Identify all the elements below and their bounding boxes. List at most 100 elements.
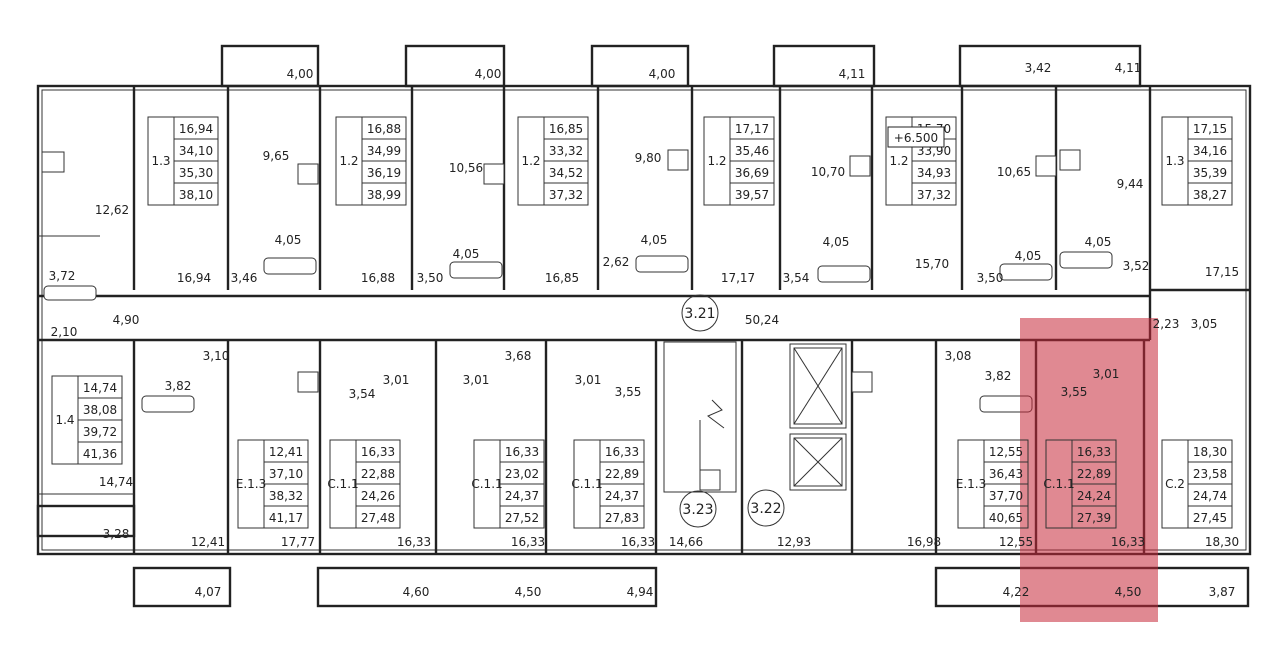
total-area: 27,52 bbox=[505, 511, 539, 525]
apartment-table[interactable]: 1.2 15,70 33,90 34,93 37,32 +6.500 bbox=[885, 116, 957, 206]
apartment-table[interactable]: C.1.1 16,33 22,89 24,37 27,83 bbox=[571, 439, 645, 529]
room-area: 14,66 bbox=[669, 535, 703, 549]
apartment-table[interactable]: 1.3 17,15 34,16 35,39 38,27 bbox=[1161, 116, 1233, 206]
apartment-type: C.2 bbox=[1165, 477, 1185, 491]
living-area: 16,33 bbox=[1077, 445, 1111, 459]
room-area: 4,05 bbox=[823, 235, 850, 249]
living-area: 16,85 bbox=[549, 122, 583, 136]
balcony-area: 4,94 bbox=[627, 585, 654, 599]
apartment-type: E.1.3 bbox=[236, 477, 266, 491]
room-area: 12,62 bbox=[95, 203, 129, 217]
room-area: 16,94 bbox=[177, 271, 211, 285]
balcony-area: 4,50 bbox=[1115, 585, 1142, 599]
balcony-labels: 4,00 4,00 4,00 4,11 3,42 4,11 4,07 4,60 … bbox=[103, 61, 1236, 599]
total-area: 40,65 bbox=[989, 511, 1023, 525]
apartment-type: 1.2 bbox=[889, 154, 908, 168]
corridor-markers: 3.21 3.23 3.22 bbox=[679, 294, 785, 528]
area-value: 38,32 bbox=[269, 489, 303, 503]
living-area: 16,94 bbox=[179, 122, 213, 136]
apartment-type: 1.4 bbox=[55, 413, 74, 427]
room-area: 3,01 bbox=[383, 373, 410, 387]
apartment-table[interactable]: E.1.3 12,41 37,10 38,32 41,17 bbox=[236, 439, 309, 529]
area-value: 24,26 bbox=[361, 489, 395, 503]
area-value: 34,93 bbox=[917, 166, 951, 180]
room-area: 3,55 bbox=[615, 385, 642, 399]
room-area: 2,62 bbox=[603, 255, 630, 269]
area-value: 24,37 bbox=[605, 489, 639, 503]
room-area: 4,05 bbox=[453, 247, 480, 261]
balcony-area: 4,07 bbox=[195, 585, 222, 599]
room-area: 4,05 bbox=[641, 233, 668, 247]
area-value: 34,16 bbox=[1193, 144, 1227, 158]
area-value: 24,74 bbox=[1193, 489, 1227, 503]
total-area: 27,48 bbox=[361, 511, 395, 525]
area-value: 34,52 bbox=[549, 166, 583, 180]
room-area: 16,98 bbox=[907, 535, 941, 549]
corridor-marker: 3.21 bbox=[684, 306, 715, 322]
room-area: 2,23 bbox=[1153, 317, 1180, 331]
apartment-table[interactable]: C.1.1 16,33 22,88 24,26 27,48 bbox=[327, 439, 401, 529]
total-area: 37,32 bbox=[549, 188, 583, 202]
room-area: 17,77 bbox=[281, 535, 315, 549]
area-value: 33,32 bbox=[549, 144, 583, 158]
corridor-marker: 3.23 bbox=[682, 502, 713, 518]
area-value: 34,10 bbox=[179, 144, 213, 158]
apartment-type: C.1.1 bbox=[571, 477, 602, 491]
apartment-type: 1.2 bbox=[339, 154, 358, 168]
area-value: 23,02 bbox=[505, 467, 539, 481]
apartment-type: 1.2 bbox=[707, 154, 726, 168]
room-area: 10,56 bbox=[449, 161, 483, 175]
room-area: 16,33 bbox=[511, 535, 545, 549]
apartment-table[interactable]: C.2 18,30 23,58 24,74 27,45 bbox=[1161, 439, 1233, 529]
apartment-type: E.1.3 bbox=[956, 477, 986, 491]
room-area: 3,52 bbox=[1123, 259, 1150, 273]
balcony-area: 4,50 bbox=[515, 585, 542, 599]
total-area: 27,39 bbox=[1077, 511, 1111, 525]
apartment-table[interactable]: 1.3 16,94 34,10 35,30 38,10 bbox=[147, 116, 219, 206]
living-area: 16,88 bbox=[367, 122, 401, 136]
room-area: 3,46 bbox=[231, 271, 258, 285]
apartment-table[interactable]: 1.2 17,17 35,46 36,69 39,57 bbox=[703, 116, 775, 206]
total-area: 41,36 bbox=[83, 447, 117, 461]
apartment-table[interactable]: 1.2 16,88 34,99 36,19 38,99 bbox=[335, 116, 407, 206]
room-area: 18,30 bbox=[1205, 535, 1239, 549]
room-area: 3,50 bbox=[977, 271, 1004, 285]
living-area: 16,33 bbox=[605, 445, 639, 459]
living-area: 18,30 bbox=[1193, 445, 1227, 459]
area-value: 24,24 bbox=[1077, 489, 1111, 503]
apartment-table-selected[interactable]: C.1.1 16,33 22,89 24,24 27,39 bbox=[1043, 439, 1117, 529]
total-area: 38,10 bbox=[179, 188, 213, 202]
living-area: 17,15 bbox=[1193, 122, 1227, 136]
room-area: 4,05 bbox=[1015, 249, 1042, 263]
apartment-table[interactable]: E.1.3 12,55 36,43 37,70 40,65 bbox=[956, 439, 1029, 529]
room-area: 16,33 bbox=[1111, 535, 1145, 549]
room-area: 9,65 bbox=[263, 149, 290, 163]
room-area: 17,17 bbox=[721, 271, 755, 285]
living-area: 12,41 bbox=[269, 445, 303, 459]
balcony-area: 4,00 bbox=[649, 67, 676, 81]
total-area: 41,17 bbox=[269, 511, 303, 525]
area-value: 35,39 bbox=[1193, 166, 1227, 180]
living-area: 16,33 bbox=[505, 445, 539, 459]
total-area: 38,27 bbox=[1193, 188, 1227, 202]
room-area: 10,65 bbox=[997, 165, 1031, 179]
apartment-table[interactable]: C.1.1 16,33 23,02 24,37 27,52 bbox=[471, 439, 545, 529]
room-area: 50,24 bbox=[745, 313, 779, 327]
room-area: 9,80 bbox=[635, 151, 662, 165]
room-area: 12,93 bbox=[777, 535, 811, 549]
total-area: 39,57 bbox=[735, 188, 769, 202]
apartment-table[interactable]: 1.2 16,85 33,32 34,52 37,32 bbox=[517, 116, 589, 206]
room-area: 15,70 bbox=[915, 257, 949, 271]
apartment-table[interactable]: 1.4 14,74 38,08 39,72 41,36 bbox=[51, 375, 123, 465]
area-value: 22,89 bbox=[1077, 467, 1111, 481]
room-area: 14,74 bbox=[99, 475, 133, 489]
room-area: 12,41 bbox=[191, 535, 225, 549]
area-value: 22,88 bbox=[361, 467, 395, 481]
area-value: 22,89 bbox=[605, 467, 639, 481]
balcony-area: 3,42 bbox=[1025, 61, 1052, 75]
selected-apartment-highlight[interactable] bbox=[1020, 318, 1158, 622]
plan-walls bbox=[36, 44, 1252, 608]
room-area: 4,90 bbox=[113, 313, 140, 327]
corridor-marker: 3.22 bbox=[750, 501, 781, 517]
room-area: 4,05 bbox=[1085, 235, 1112, 249]
